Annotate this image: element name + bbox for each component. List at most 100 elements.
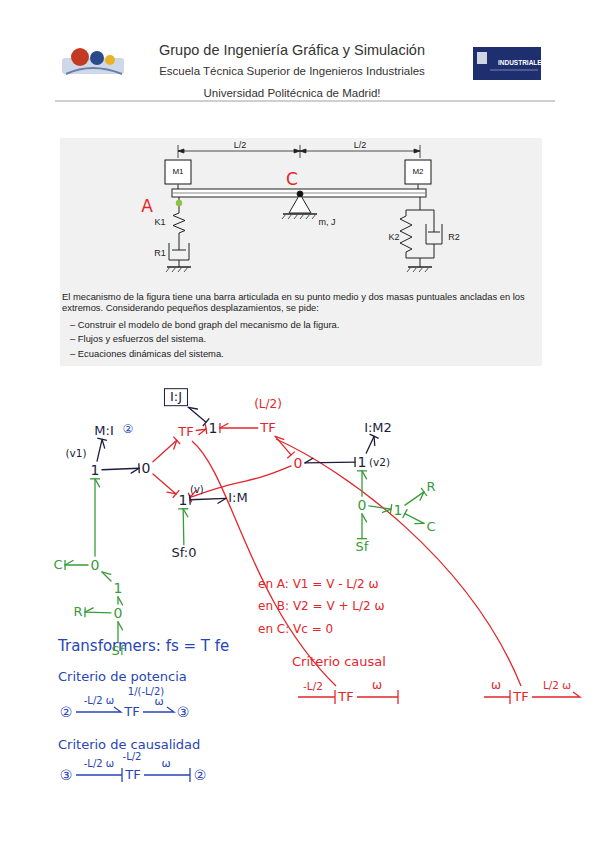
equation-note: en C: Vc = 0 (258, 623, 333, 637)
node-text: 0 (114, 606, 123, 621)
spring-damper-right (434, 244, 435, 258)
point-a-marker (176, 200, 182, 206)
equation-note: en B: V2 = V + L/2 ω (258, 600, 385, 614)
statement-text: El mecanismo de la figura tiene una barr… (62, 292, 548, 314)
bond-connector (178, 509, 188, 545)
half-arrow (118, 597, 123, 605)
flow-label: ω (372, 679, 382, 693)
leader-curve (192, 439, 521, 686)
half-arrow (275, 436, 284, 439)
pivot-support (282, 191, 317, 219)
half-arrow (95, 479, 100, 487)
zero-junction: 0 (113, 606, 124, 621)
group-logo (105, 55, 115, 65)
node-text: 0 (358, 498, 367, 513)
bond-line (102, 468, 139, 469)
inertia-element: I:M2 (363, 421, 393, 435)
part-label: K1 (154, 217, 165, 227)
school-logo (477, 52, 487, 64)
bond-line (196, 429, 206, 430)
bond-connector (220, 423, 258, 433)
part-label: K2 (388, 232, 399, 242)
node-text: Sf:0 (171, 546, 196, 560)
bond-line (183, 509, 185, 545)
bond-connector (403, 509, 424, 524)
bond-connector (366, 434, 378, 453)
bar (178, 184, 179, 189)
bond-line (305, 461, 355, 463)
causality-sketch (144, 768, 190, 782)
leader-curve (276, 439, 521, 686)
node-text: 1 (114, 581, 123, 596)
task-item: – Construir el modelo de bond graph del … (70, 320, 339, 331)
modulus-label: -L/2 (123, 751, 142, 763)
causal-stroke (354, 457, 355, 467)
node-text: 0 (294, 456, 303, 471)
half-arrow (362, 471, 367, 479)
node-text: 1 (358, 455, 367, 470)
flow-label: ω (491, 679, 501, 693)
task-item: – Flujos y esfuerzos del sistema. (70, 334, 206, 345)
bond-line (97, 439, 102, 461)
header-school: Escuela Técnica Superior de Ingenieros I… (159, 65, 425, 78)
figure-panel (60, 138, 542, 366)
causal-stroke (97, 438, 107, 440)
header-title: Grupo de Ingeniería Gráfica y Simulación (159, 42, 425, 59)
node-text: 0 (91, 558, 100, 573)
half-arrow (188, 407, 197, 409)
resistor-element: R (72, 605, 83, 619)
half-arrow (218, 498, 226, 503)
causal-stroke (203, 418, 209, 426)
node-text: M:I (94, 424, 113, 438)
bond-line (361, 514, 362, 539)
flow-label: (v) (190, 484, 204, 496)
node-text: C (426, 520, 435, 534)
bond-connector (405, 488, 427, 505)
bond-line (65, 564, 88, 565)
damper-r1 (179, 260, 180, 267)
modulus-label: (L/2) (254, 398, 282, 412)
bond-connector (357, 514, 367, 539)
half-arrow (131, 468, 139, 473)
one-junction: 1 (113, 581, 124, 596)
note-heading: Criterio de causalidad (58, 738, 200, 753)
damper-r1 (166, 267, 188, 272)
bond-line (220, 427, 258, 428)
bond-connector (102, 572, 111, 581)
causal-stroke (84, 607, 86, 617)
bar (172, 184, 426, 197)
causal-stroke (138, 463, 140, 473)
bond-connector (90, 479, 100, 556)
causal-sketch (532, 692, 580, 697)
node-text: C (53, 558, 62, 572)
bond-connector (153, 437, 180, 462)
source-element: Sf:0 (170, 546, 197, 560)
inertia-element: I:M (227, 491, 248, 505)
mass-box: M2 (405, 160, 432, 185)
node-text: I:J (170, 390, 182, 404)
bar (172, 189, 426, 197)
node-text: 1 (209, 421, 218, 436)
dimension-label: L/2 (234, 140, 247, 150)
modulus-label: -L/2 (303, 680, 323, 692)
source-element: Sf (355, 540, 370, 554)
node-text: R (426, 480, 435, 494)
half-arrow (118, 622, 123, 630)
half-arrow (167, 492, 176, 494)
dimension-line (300, 149, 306, 153)
zero-junction: 0 (141, 461, 152, 476)
header-rule (55, 101, 555, 102)
node-text: 1 (91, 463, 100, 478)
damper-r1 (169, 243, 189, 260)
causality-sketch (76, 768, 122, 782)
transformer-symbol: TF (124, 705, 139, 720)
causal-stroke (205, 424, 206, 434)
group-logo (71, 48, 89, 66)
causal-stroke (64, 560, 65, 570)
transformer-symbol: TF (338, 690, 353, 705)
one-junction: 1 (208, 421, 219, 436)
spring-k1 (173, 213, 185, 240)
bond-connector (102, 463, 139, 473)
bond-connector (118, 597, 123, 605)
